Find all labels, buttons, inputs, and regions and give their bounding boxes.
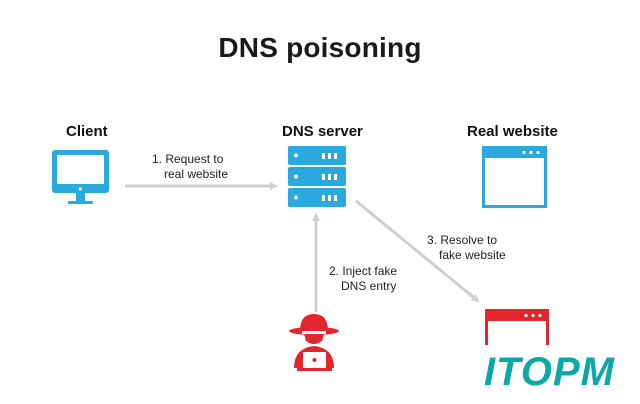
step1-line2: real website — [164, 167, 229, 181]
diagram-title: DNS poisoning — [218, 32, 422, 63]
client-label: Client — [66, 123, 108, 140]
step1-line1: 1. Request to — [152, 152, 224, 166]
step2-line1: 2. Inject fake — [329, 264, 398, 278]
browser-window-icon — [482, 146, 547, 208]
arrow-resolve — [355, 199, 480, 303]
step3-line2: fake website — [439, 248, 506, 262]
dns-server-label: DNS server — [282, 123, 363, 140]
watermark-background — [470, 345, 640, 404]
step1-note: 1. Request to real website — [152, 152, 228, 182]
monitor-icon — [52, 150, 109, 204]
watermark-logo: ITOPM — [484, 350, 615, 394]
step3-note: 3. Resolve to fake website — [427, 233, 506, 263]
step2-note: 2. Inject fake DNS entry — [329, 264, 397, 294]
step3-line1: 3. Resolve to — [427, 233, 498, 247]
step2-line2: DNS entry — [341, 279, 397, 293]
server-rack-icon — [288, 146, 346, 207]
hacker-icon — [289, 314, 339, 371]
real-website-label: Real website — [467, 123, 558, 140]
